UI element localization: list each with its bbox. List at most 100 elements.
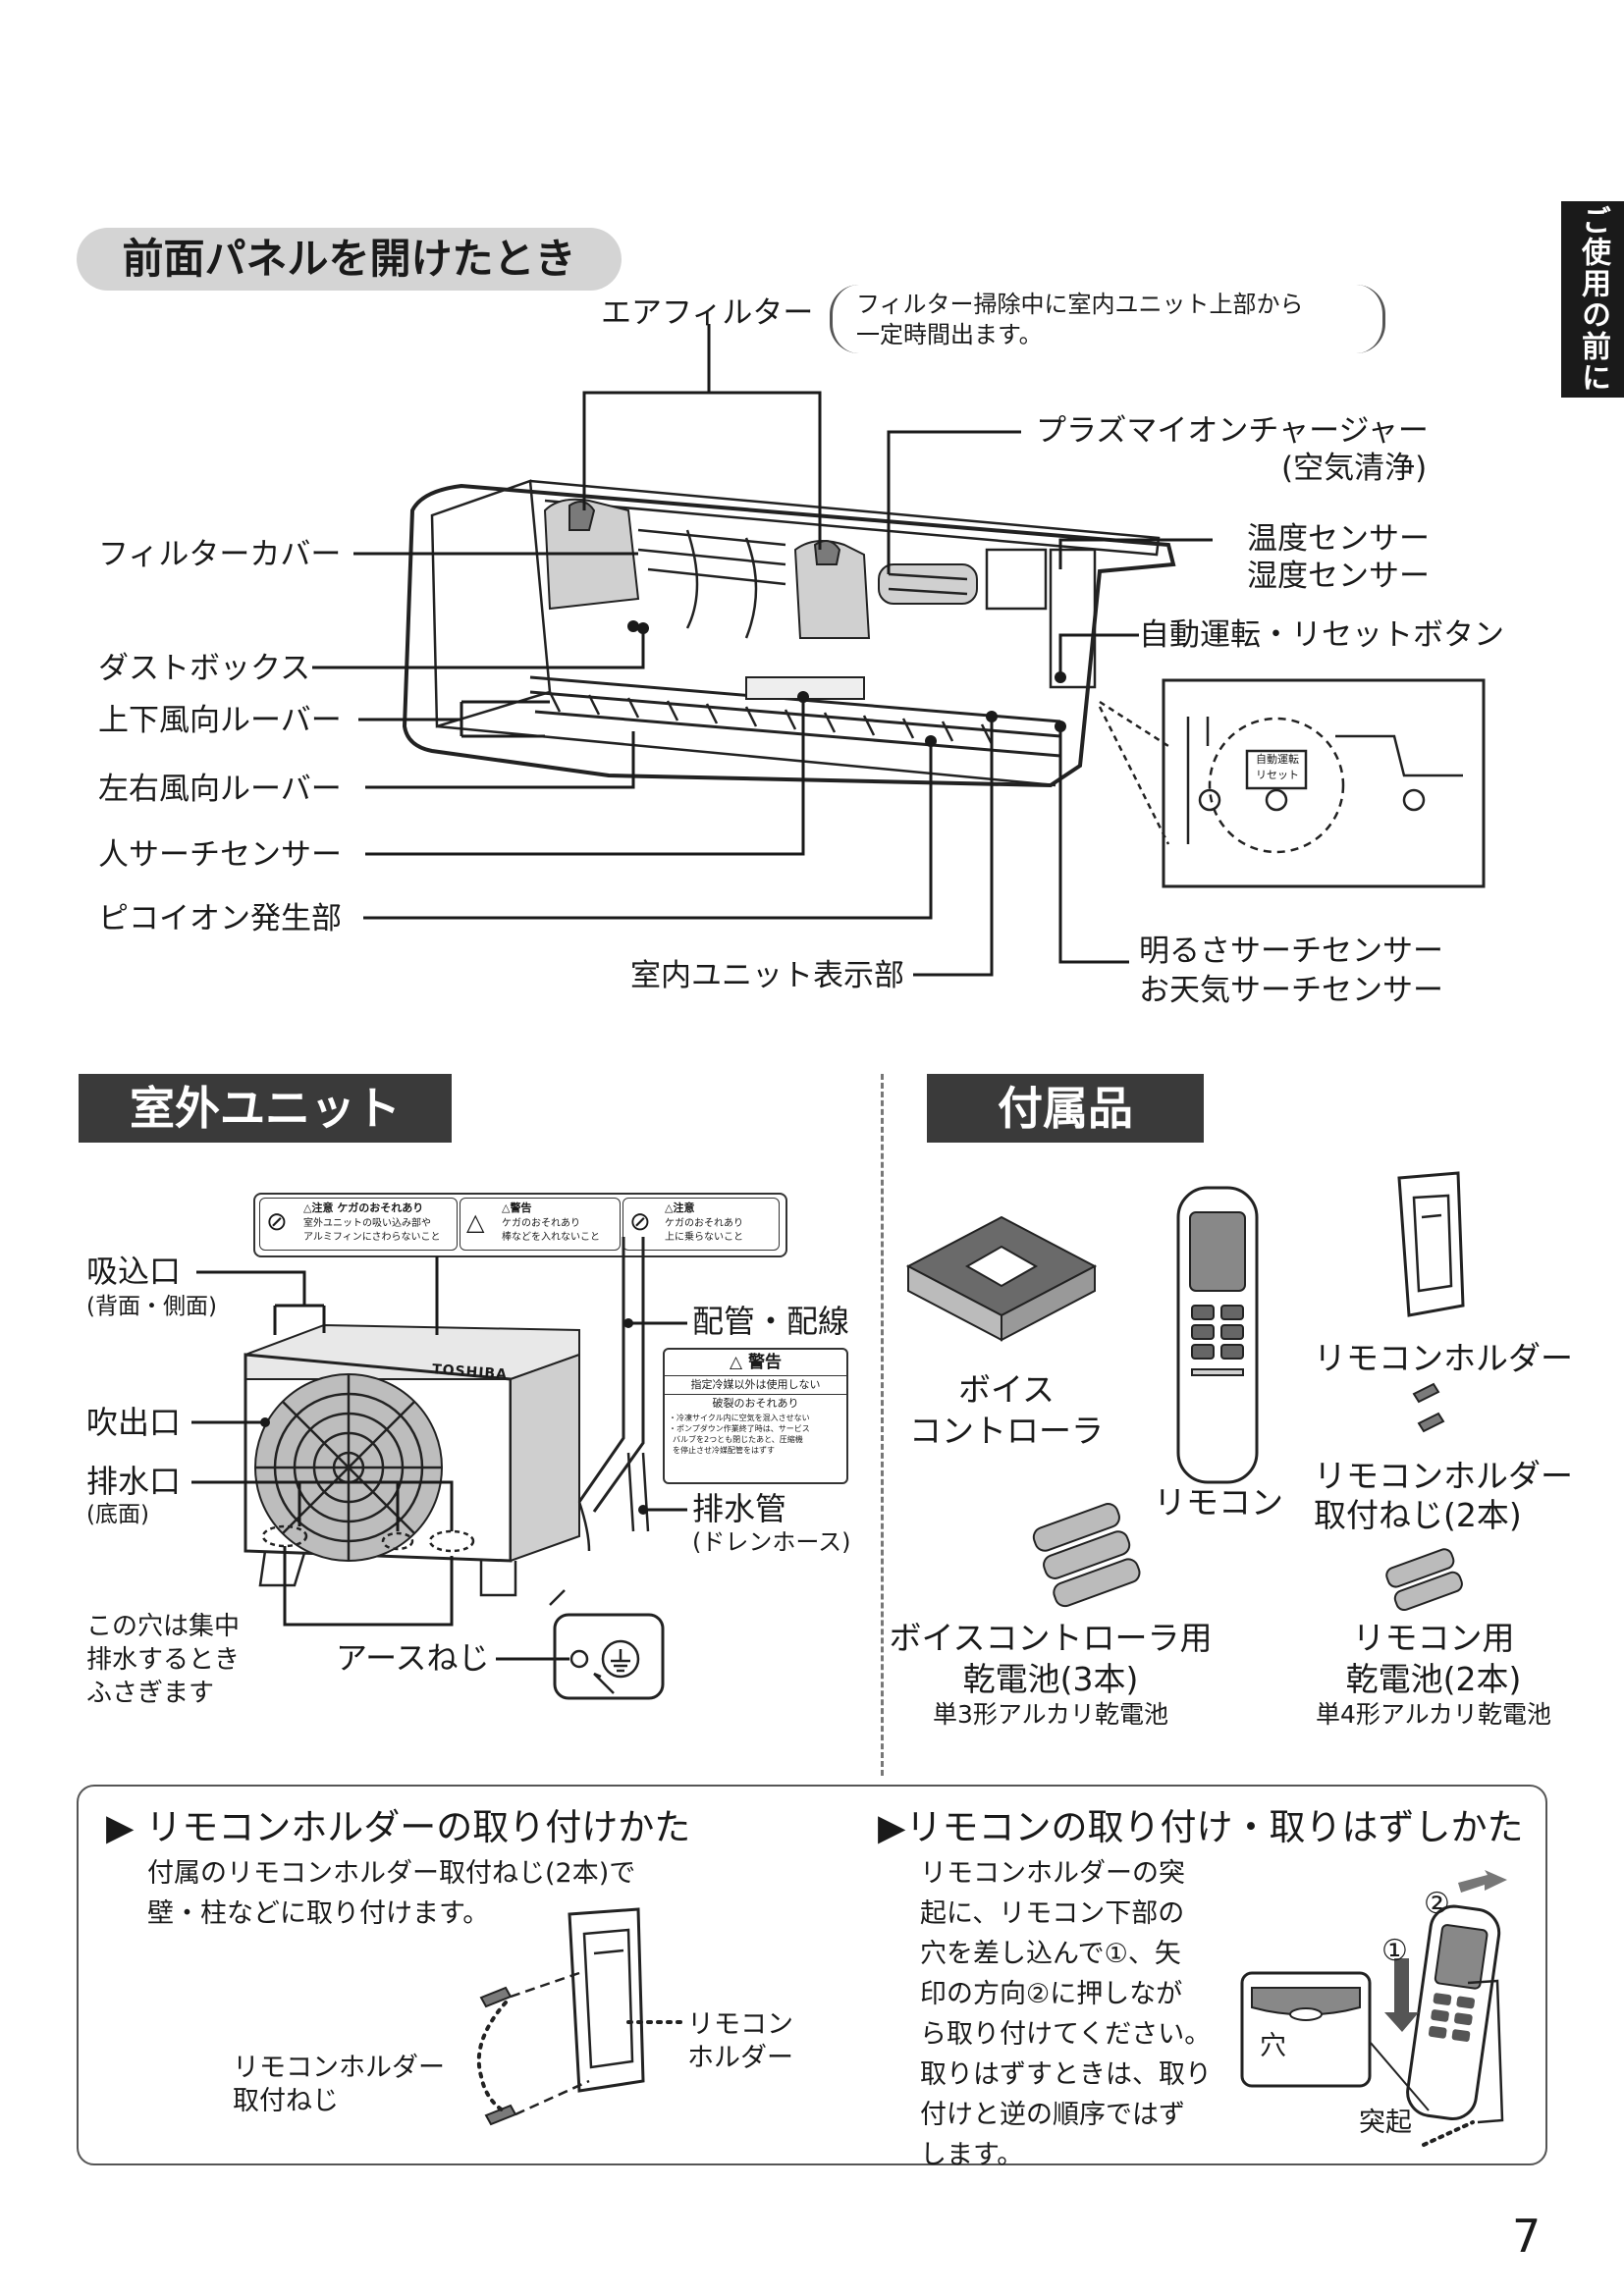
label-remote-holder: リモコンホルダー (1314, 1339, 1573, 1377)
warn1-line2: アルミフィンにさわらないこと (303, 1232, 441, 1243)
label-air-filter: エアフィルター (601, 295, 814, 331)
refrigerant-line1: 指定冷媒以外は使用しない (665, 1376, 846, 1395)
warn2-sub: ケガのおそれあり (502, 1218, 580, 1229)
warning-card-2: △ △警告 ケガのおそれあり 棒などを入れないこと (460, 1198, 621, 1251)
remote-attach-illustration (1240, 1870, 1507, 2147)
howto-right-line4: 印の方向②に押しなが (920, 1979, 1183, 2009)
howto-left-title-text: リモコンホルダーの取り付けかた (145, 1806, 691, 1848)
inset-label-line2: リセット (1256, 769, 1299, 781)
holder-label-1: リモコン (687, 2009, 793, 2040)
protrusion-label: 突起 (1359, 2108, 1412, 2138)
refrigerant-line5: バルブを2つとも閉じたあと、圧縮機 (673, 1435, 803, 1444)
refrigerant-warning-label: △ 警告 指定冷媒以外は使用しない 破裂のおそれあり ・冷凍サイクル内に空気を混… (663, 1348, 848, 1484)
label-holder-screw-2: 取付ねじ(2本) (1314, 1496, 1522, 1534)
warn3-title: 注意 (673, 1201, 695, 1214)
label-temp-sensor: 温度センサー (1247, 521, 1430, 557)
warn3-line1: 上に乗らないこと (665, 1232, 743, 1243)
howto-box (77, 1785, 1547, 2165)
howto-right-title: ▶リモコンの取り付け・取りはずしかた (878, 1806, 1523, 1849)
warn2-title: 警告 (510, 1201, 532, 1214)
label-remote-battery-3: 単4形アルカリ乾電池 (1316, 1700, 1551, 1729)
refrigerant-line4: ・ポンプダウン作業終了時は、サービス (669, 1424, 810, 1433)
label-brightness-sensor: 明るさサーチセンサー (1139, 934, 1443, 969)
section-title-outdoor: 室外ユニット (79, 1074, 458, 1148)
howto-right-line2: 起に、リモコン下部の (920, 1898, 1185, 1929)
label-auto-reset-button: 自動運転・リセットボタン (1139, 617, 1504, 653)
triangle-bullet-icon: ▶ (106, 1806, 135, 1848)
label-drain-port-sub: (底面) (86, 1502, 149, 1527)
label-remote: リモコン (1154, 1483, 1283, 1522)
label-voice-controller-1: ボイス (957, 1370, 1055, 1409)
refrigerant-title-text: 警告 (748, 1353, 782, 1372)
refrigerant-line2: 破裂のおそれあり (712, 1397, 799, 1410)
label-filter-cover: フィルターカバー (98, 537, 342, 572)
hole-label: 穴 (1260, 2031, 1286, 2061)
howto-right-line1: リモコンホルダーの突 (920, 1858, 1185, 1889)
label-voice-battery-2: 乾電池(3本) (962, 1660, 1139, 1698)
screw-label-2: 取付ねじ (233, 2086, 339, 2116)
label-piping: 配管・配線 (692, 1303, 850, 1340)
label-drain-pipe-sub: (ドレンホース) (692, 1528, 851, 1556)
refrigerant-line6: を停止させ冷媒配管をはずす (673, 1446, 775, 1455)
accessories-illustration (905, 1171, 1465, 1612)
holder-label-2: ホルダー (687, 2043, 793, 2073)
warn3-sub: ケガのおそれあり (665, 1218, 743, 1229)
label-human-sensor: 人サーチセンサー (98, 837, 342, 873)
air-filter-note-line2: 一定時間出ます。 (856, 321, 1043, 348)
warning-card-3: ⊘ △注意 ケガのおそれあり 上に乗らないこと (623, 1198, 780, 1251)
hole-note-line1: この穴は集中 (86, 1612, 241, 1641)
howto-right-line7: 付けと逆の順序ではず (920, 2100, 1185, 2130)
inset-button-label: 自動運転 リセット (1249, 752, 1306, 783)
howto-right-line6: 取りはずすときは、取り (920, 2059, 1212, 2090)
prohibit-icon: ⊘ (629, 1207, 651, 1237)
howto-right-line3: 穴を差し込んで①、矢 (920, 1939, 1181, 1969)
label-plasma-sub: (空気清浄) (1281, 451, 1428, 486)
hole-note-line2: 排水するとき (86, 1645, 241, 1675)
holder-mount-illustration (476, 1907, 684, 2126)
label-remote-battery-2: 乾電池(2本) (1345, 1660, 1522, 1698)
refrigerant-label-title: △ 警告 (665, 1350, 846, 1376)
warning-triangle-icon: △ (466, 1208, 485, 1236)
label-voice-battery-3: 単3形アルカリ乾電池 (933, 1700, 1168, 1729)
refrigerant-line3: ・冷凍サイクル内に空気を混入させない (669, 1414, 810, 1422)
label-vertical-louver: 上下風向ルーバー (98, 703, 342, 738)
label-intake-sub: (背面・側面) (86, 1294, 217, 1319)
label-earth-screw: アースねじ (336, 1639, 490, 1677)
section-divider (881, 1074, 884, 1776)
howto-left-line1: 付属のリモコンホルダー取付ねじ(2本)で (147, 1858, 636, 1889)
label-drain-pipe: 排水管 (692, 1490, 787, 1527)
howto-left-title: ▶ リモコンホルダーの取り付けかた (106, 1806, 690, 1849)
label-drain-port: 排水口 (86, 1463, 182, 1500)
indoor-unit-illustration (312, 324, 1486, 977)
outdoor-unit-illustration (191, 1237, 687, 1700)
label-intake: 吸込口 (86, 1253, 182, 1290)
label-holder-screw-1: リモコンホルダー (1314, 1457, 1573, 1495)
step-2-marker: ② (1424, 1887, 1450, 1921)
label-weather-sensor: お天気サーチセンサー (1139, 973, 1443, 1008)
page-number: 7 (1512, 2210, 1542, 2263)
screw-label-1: リモコンホルダー (233, 2053, 445, 2083)
label-dust-box: ダストボックス (98, 651, 311, 686)
label-indoor-display: 室内ユニット表示部 (630, 958, 904, 993)
prohibit-icon: ⊘ (266, 1207, 288, 1237)
label-horizontal-louver: 左右風向ルーバー (98, 772, 342, 807)
warn1-line1: 室外ユニットの吸い込み部や (303, 1218, 431, 1229)
warning-label-strip (253, 1193, 787, 1257)
step-1-marker: ① (1381, 1934, 1408, 1968)
warn2-line1: 棒などを入れないこと (502, 1232, 600, 1243)
warn1-sub: ケガのおそれあり (337, 1201, 424, 1214)
air-filter-note-bracket (830, 285, 1385, 353)
air-filter-note-line1: フィルター掃除中に室内ユニット上部から (856, 291, 1304, 318)
howto-right-line8: します。 (920, 2140, 1024, 2170)
triangle-bullet-icon: ▶ (878, 1806, 906, 1848)
label-remote-battery-1: リモコン用 (1352, 1619, 1515, 1657)
label-pico-ion: ピコイオン発生部 (98, 901, 342, 936)
section-title-indoor: 前面パネルを開けたとき (77, 228, 622, 291)
label-outlet: 吹出口 (86, 1404, 182, 1441)
howto-left-line2: 壁・柱などに取り付けます。 (147, 1898, 490, 1929)
hole-note-line3: ふさぎます (86, 1679, 215, 1708)
inset-label-line1: 自動運転 (1256, 753, 1299, 766)
section-title-accessories: 付属品 (927, 1074, 1210, 1148)
side-tab: ご使用の前に (1561, 201, 1624, 398)
warn1-title: 注意 (311, 1201, 334, 1214)
